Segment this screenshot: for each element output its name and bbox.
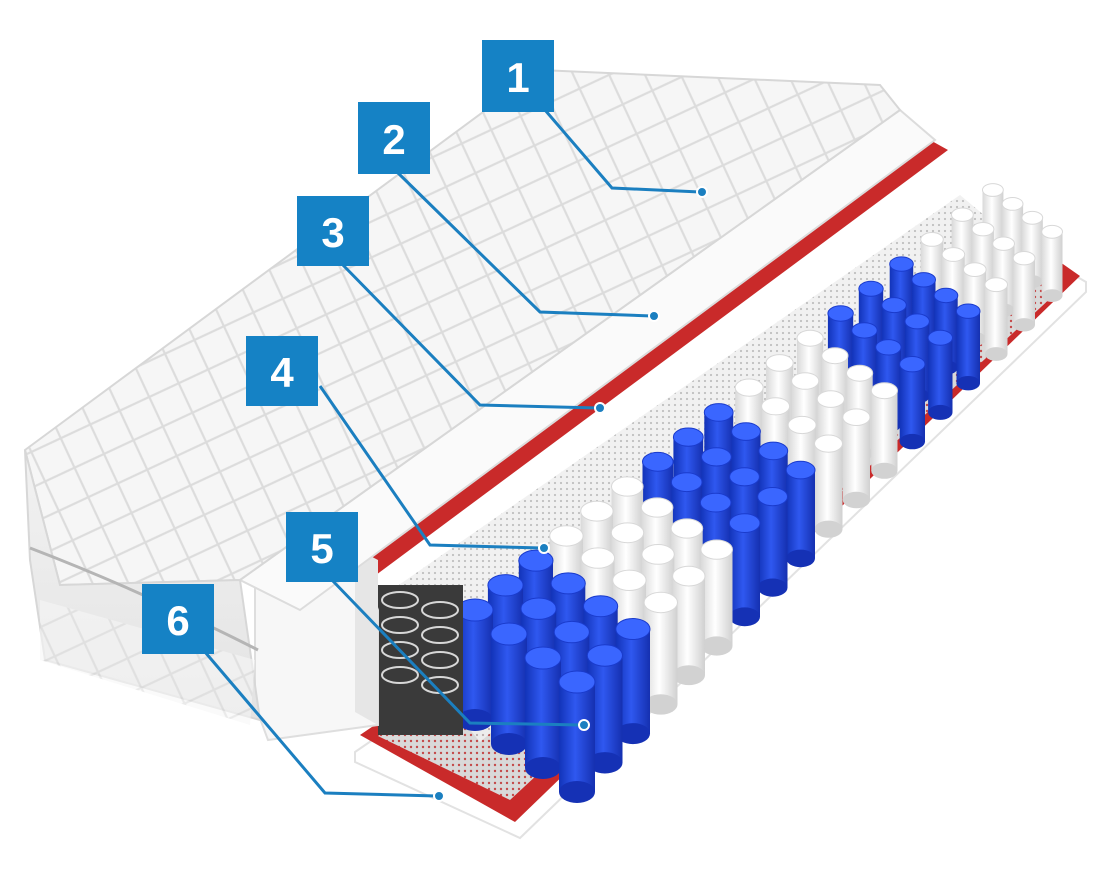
pocket-spring-white [700,539,734,656]
pocket-spring-blue [757,487,788,597]
pocket-spring-white [1041,224,1063,302]
pocket-spring-white [842,408,871,509]
pocket-spring-blue [728,513,761,627]
pocket-spring-blue [524,646,562,779]
callout-badge-bg [142,584,214,654]
pocket-spring-blue [927,329,953,420]
callout-number: 4 [270,349,294,396]
red-felt-layer [300,140,948,618]
callout-number: 5 [310,525,333,572]
callout-badge-bg [297,196,369,266]
leader-endpoint-2 [648,310,660,322]
callout-badge-2: 2 [358,102,430,174]
pocket-spring-blue [558,670,596,803]
leader-endpoint-6 [433,790,445,802]
coil-springs [378,585,463,735]
callout-number: 3 [321,209,344,256]
leader-line-6 [203,651,438,798]
callout-number: 2 [382,116,405,163]
callout-badge-bg [358,102,430,174]
leader-line-1 [543,109,701,194]
leader-line-2 [393,168,653,318]
pocket-spring-white [814,434,843,538]
leader-line-3 [338,260,599,410]
callout-badge-6: 6 [142,584,214,654]
callout-badge-3: 3 [297,196,369,266]
pocket-spring-blue [490,622,528,755]
leader-endpoint-4 [538,542,550,554]
callout-badge-bg [246,336,318,406]
callout-badge-4: 4 [246,336,318,406]
callout-badge-1: 1 [482,40,554,112]
pocket-spring-blue [955,303,981,391]
pocket-spring-white [672,565,706,686]
callout-badge-bg [482,40,554,112]
pocket-spring-blue [785,460,816,568]
leader-endpoint-5 [578,719,590,731]
pocket-spring-white [984,277,1009,361]
callout-badge-5: 5 [286,512,358,582]
pocket-spring-blue [899,356,926,450]
leader-line-5 [328,576,583,727]
callout-number: 1 [506,54,529,101]
callout-badge-bg [286,512,358,582]
leader-endpoint-3 [594,402,606,414]
pocket-springs [456,183,1063,803]
leader-endpoint-1 [696,186,708,198]
leader-lines [203,109,701,798]
pocket-spring-white [870,382,899,479]
pocket-spring-white [1012,251,1036,332]
leader-endpoints [433,186,708,802]
callout-number: 6 [166,597,189,644]
leader-line-4 [318,385,543,550]
